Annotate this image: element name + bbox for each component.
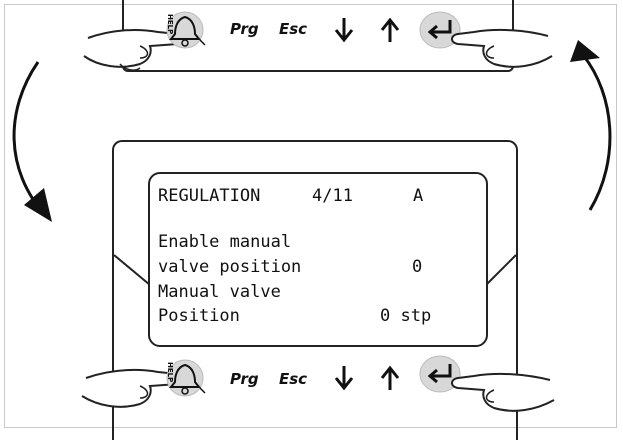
lcd-line1-mode: A <box>413 186 424 206</box>
bell-icon <box>168 15 206 47</box>
arrow-up-icon[interactable] <box>380 17 400 42</box>
curved-arrow-up-icon <box>570 40 612 211</box>
arrow-down-icon[interactable] <box>334 366 354 391</box>
esc-button-bottom[interactable]: Esc <box>279 370 308 388</box>
pointing-hand-icon <box>451 372 555 412</box>
enter-button-bottom[interactable] <box>419 355 461 393</box>
arrow-up-icon[interactable] <box>380 365 400 390</box>
lcd-line5-value: 0 stp <box>380 306 432 326</box>
esc-button-top[interactable]: Esc <box>279 20 308 38</box>
enter-icon <box>427 20 452 40</box>
prg-button-top[interactable]: Prg <box>230 20 259 38</box>
curved-arrow-down-icon <box>12 61 52 222</box>
lcd-line3-value: 0 <box>412 257 423 277</box>
pointing-hand-icon <box>451 28 553 68</box>
lcd-line1-page: 4/11 <box>312 186 353 206</box>
enter-icon <box>427 364 452 384</box>
bell-icon <box>168 363 206 395</box>
alarm-help-button-top[interactable] <box>166 11 206 49</box>
enter-button-top[interactable] <box>419 11 461 49</box>
lcd-line5-label: Position <box>158 306 240 326</box>
lcd-display <box>148 172 488 347</box>
alarm-help-button-bottom[interactable] <box>166 359 206 397</box>
prg-button-bottom[interactable]: Prg <box>230 370 259 388</box>
help-label-bottom: HELP <box>166 362 174 382</box>
lcd-line4: Manual valve <box>158 282 281 302</box>
lcd-line3-label: valve position <box>158 257 302 277</box>
lcd-line1-title: REGULATION <box>158 186 261 206</box>
lcd-line2: Enable manual <box>158 232 292 252</box>
device-body <box>112 140 518 440</box>
lcd-bevel-left <box>113 254 151 286</box>
lcd-bevel-right <box>485 254 517 286</box>
help-label-top: HELP <box>166 14 174 34</box>
pointing-hand-icon <box>83 29 185 71</box>
figure-frame <box>4 4 617 428</box>
arrow-down-icon[interactable] <box>334 18 354 43</box>
